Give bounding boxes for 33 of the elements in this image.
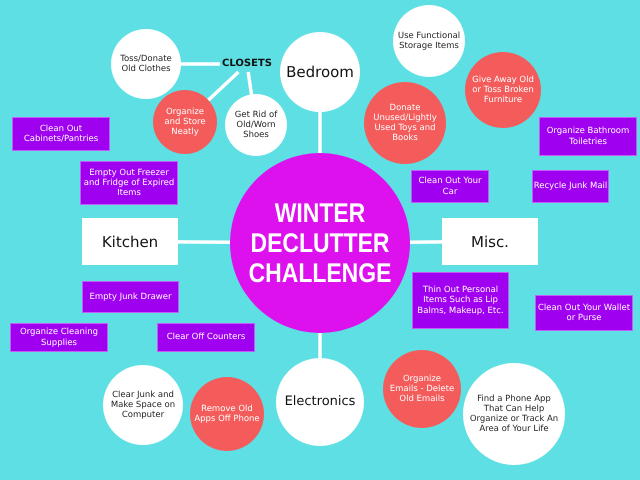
task-circle: Give Away Old or Toss Broken Furniture: [465, 52, 541, 128]
task-box: Empty Junk Drawer: [82, 281, 179, 313]
task-circle: Toss/Donate Old Clothes: [111, 29, 181, 99]
connector-line: [410, 240, 442, 244]
task-circle: Organize Emails - Delete Old Emails: [383, 350, 461, 428]
connector-line: [318, 112, 322, 153]
task-box: Recycle Junk Mail: [532, 170, 609, 203]
task-circle: Organize and Store Neatly: [153, 90, 217, 154]
task-box: Organize Cleaning Supplies: [10, 323, 108, 352]
connector-line: [246, 72, 254, 95]
task-circle: Get Rid of Old/Worn Shoes: [225, 94, 287, 156]
task-circle: Remove Old Apps Off Phone: [190, 377, 264, 451]
task-box: Clean Out Cabinets/Pantries: [12, 117, 110, 151]
category-box: Kitchen: [82, 218, 178, 265]
task-box: Clean Out Your Wallet or Purse: [535, 295, 633, 331]
task-circle: Find a Phone App That Can Help Organize or Track An Area of Your Life: [463, 363, 565, 465]
task-circle: Donate Unused/Lightly Used Toys and Books: [364, 82, 446, 164]
connector-line: [318, 333, 322, 358]
category-circle: Electronics: [276, 358, 364, 446]
connector-line: [181, 62, 220, 66]
category-box: Misc.: [442, 218, 538, 265]
center-circle: WINTER DECLUTTER CHALLENGE: [230, 153, 410, 333]
task-box: Thin Out Personal Items Such as Lip Balms, Makeup, Etc.: [412, 272, 509, 329]
connector-line: [178, 240, 230, 244]
task-box: Empty Out Freezer and Fridge of Expired Items: [80, 161, 178, 205]
task-box: Clean Out Your Car: [411, 170, 489, 203]
task-box: Clear Off Counters: [157, 323, 255, 352]
task-box: Organize Bathroom Toiletries: [539, 117, 637, 156]
category-label: CLOSETS: [220, 56, 274, 72]
task-circle: Use Functional Storage Items: [393, 5, 465, 77]
task-circle: Clear Junk and Make Space on Computer: [103, 365, 183, 445]
connector-line: [207, 70, 240, 102]
category-circle: Bedroom: [280, 32, 360, 112]
